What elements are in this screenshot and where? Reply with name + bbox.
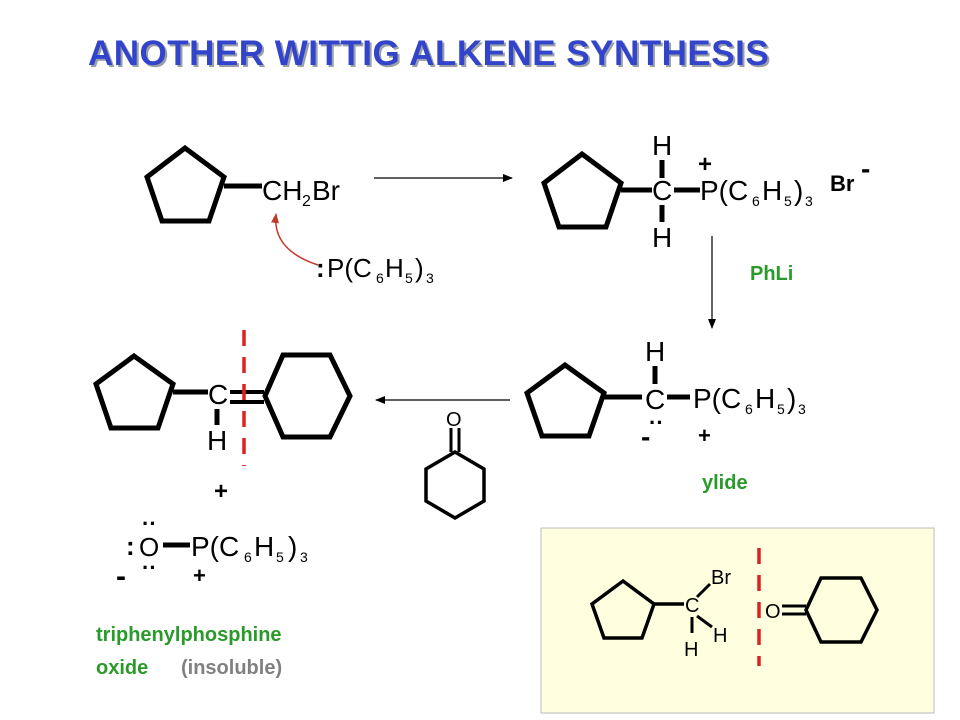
product-plus: + [214,478,228,505]
reagent-sub3: 3 [426,270,434,286]
ketone-cyclohexane-ring [424,449,486,521]
page-title: ANOTHER WITTIG ALKENE SYNTHESIS [88,34,770,73]
oxide-sub5: 5 [276,549,284,565]
inset-cyclohexane-ring [804,576,879,644]
ylide-carbon: C [645,384,665,415]
oxide-label-line1: triphenylphosphine [96,624,282,646]
ylide-sub5: 5 [777,401,785,417]
phosphonium-salt: H C H + P(C 6 H 5 ) 3 Br - [541,130,870,253]
reactant-sub2: 2 [302,193,311,210]
curved-attack-arrow [271,213,319,266]
salt-cyclopentane-ring [541,150,624,230]
retrosynthesis-inset: C Br H H O [540,527,935,714]
inset-carbon: C [685,595,699,617]
salt-sub5: 5 [784,193,792,209]
ylide-sub3: 3 [798,401,806,417]
inset-h2: H [684,639,698,661]
ylide-close: ) [787,383,796,414]
salt-h: H [762,175,782,206]
salt-p: P(C [700,175,748,206]
oxide-p: P(C [191,531,239,562]
oxide-h: H [254,531,274,562]
salt-h-bottom: H [652,222,672,253]
oxide-dots-bottom: ·· [142,555,157,580]
ylide-sub6: 6 [745,401,753,417]
reactant-br: Br [312,175,340,206]
reagent-p: P(C [327,253,372,283]
inset-cyclopentane-ring [589,578,657,640]
reagent-h: H [385,253,404,283]
base-label: PhLi [750,263,793,285]
reagent-triphenylphosphine: : P(C 6 H 5 ) 3 [316,253,434,286]
ylide-minus: - [641,421,650,452]
ylide-cyclopentane-ring [524,361,607,439]
phosphine-oxide: ·· : O P(C 6 H 5 ) 3 ·· - + triphenylpho… [96,511,308,679]
salt-br-minus: - [861,153,870,184]
ylide-h: H [645,336,665,367]
oxide-close: ) [288,531,297,562]
ylide-h-mid: H [755,383,775,414]
oxide-dots-top: ·· [142,511,157,536]
oxide-label-note: (insoluble) [181,657,282,679]
alkene-product: C H + [93,330,353,505]
oxide-oxygen: O [139,532,159,562]
salt-sub6: 6 [752,193,760,209]
ylide-p: P(C [693,383,741,414]
salt-plus: + [698,151,712,178]
salt-carbon: C [652,175,672,206]
reagent-sub5: 5 [405,270,413,286]
oxide-minus: - [116,560,126,593]
inset-oxygen: O [765,601,781,623]
ketone-oxygen: O [446,409,462,431]
inset-panel [540,527,935,714]
ylide-lone-pair: ·· [649,410,664,435]
ylide-molecule: H C ·· - P(C 6 H 5 ) 3 + ylide [524,336,806,494]
cyclohexanone-reagent: O [424,409,486,521]
oxide-plus: + [193,563,206,588]
ylide-label: ylide [702,472,748,494]
reactant-molecule: CH 2 Br [144,144,340,224]
inset-h1: H [713,625,727,647]
oxide-label-line2: oxide [96,657,148,679]
inset-bond-c-br [695,582,712,599]
reactant-ch: CH [262,175,302,206]
oxide-lone-pair: : [126,531,135,561]
cyclopentane-ring [144,144,227,224]
salt-h-top: H [652,130,672,161]
salt-sub3: 3 [805,193,813,209]
ylide-plus: + [698,423,711,448]
salt-br: Br [830,171,855,196]
inset-bromine: Br [711,567,731,589]
reagent-lone-pair: : [316,253,325,283]
reagent-sub6: 6 [376,270,384,286]
reagent-close: ) [415,253,424,283]
inset-bond-c-h1 [696,614,713,629]
alkene-carbon: C [208,379,228,410]
alkene-cyclohexane-ring [262,352,353,440]
alkene-h: H [207,425,227,456]
oxide-sub6: 6 [244,549,252,565]
salt-close: ) [794,175,803,206]
alkene-cyclopentane-ring [93,352,176,431]
oxide-sub3: 3 [300,549,308,565]
